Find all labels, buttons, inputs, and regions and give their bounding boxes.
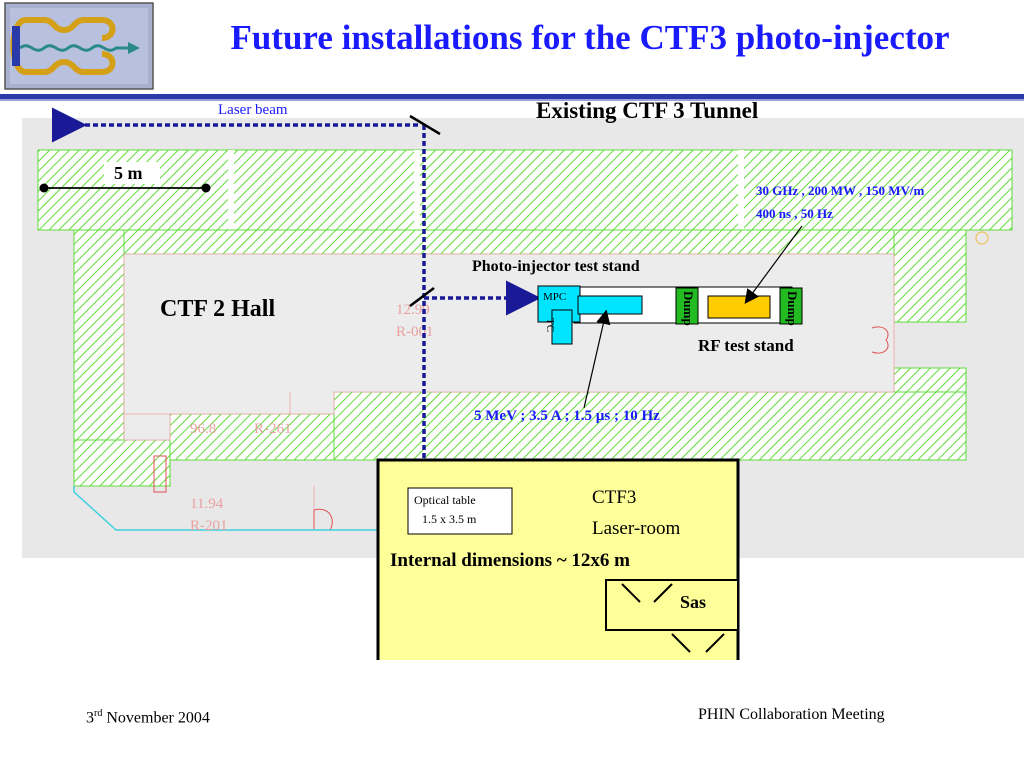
dump1-label: Dump [681,291,696,326]
mirror-middle [409,287,435,307]
ctf-logo [4,2,154,90]
mirror-top [409,114,441,136]
optical-table-line2: 1.5 x 3.5 m [422,512,477,526]
injector-cavity [577,295,643,315]
optical-table-line1: Optical table [414,493,476,507]
sas-label: Sas [680,592,707,612]
hall-wall-right [893,229,967,323]
beam-specs-label: 5 MeV ; 3.5 A ; 1.5 µs ; 10 Hz [474,408,660,424]
laser-room-line2: Laser-room [592,518,681,539]
svg-text:R-261: R-261 [254,421,292,437]
rf-specs-line2: 400 ns , 50 Hz [756,206,833,221]
existing-tunnel-label: Existing CTF 3 Tunnel [536,98,759,123]
rf-cavity [707,295,771,319]
sas-door-right [705,633,725,653]
mpc-label: MPC [543,291,567,303]
optical-table [407,487,513,535]
title-divider [0,94,1024,99]
footer-date: 3rd November 2004 [86,708,210,727]
beam-spec-pointer [583,309,611,409]
svg-text:12.99: 12.99 [396,302,430,318]
svg-text:R-201: R-201 [190,518,228,534]
laser-room-dims: Internal dimensions ~ 12x6 m [390,550,631,571]
rf-specs-line1: 30 GHz , 200 MW , 150 MV/m [756,183,925,198]
svg-text:R-001: R-001 [396,324,434,340]
svg-text:11.94: 11.94 [190,496,224,512]
hall-wall-bottom [333,391,967,461]
svg-text:96.8: 96.8 [190,421,216,437]
dump-block-2 [779,287,803,325]
sas-room [605,579,739,631]
tunnel-layout-diagram: 96.8 R-261 11.94 R-201 12.99 R-001 [22,107,1024,660]
dump2-label: Dump [785,291,800,326]
scale-label: 5 m [114,163,143,183]
slide-title: Future installations for the CTF3 photo-… [230,18,950,57]
title-divider-shadow [0,99,1024,101]
tc-label: TC [544,318,556,333]
photoinjector-label: Photo-injector test stand [472,258,640,275]
tc-block [551,309,573,345]
hall-label: CTF 2 Hall [160,296,276,322]
laser-beam-label: Laser beam [218,102,288,118]
dump-block-1 [675,287,699,325]
laser-room-line1: CTF3 [592,487,637,508]
faded-floor-labels: 96.8 R-261 11.94 R-201 12.99 R-001 [190,302,434,534]
rf-spec-pointer [744,225,803,304]
footer-meeting: PHIN Collaboration Meeting [698,706,885,723]
sas-door-left [671,633,691,653]
rf-test-stand-label: RF test stand [698,336,794,355]
